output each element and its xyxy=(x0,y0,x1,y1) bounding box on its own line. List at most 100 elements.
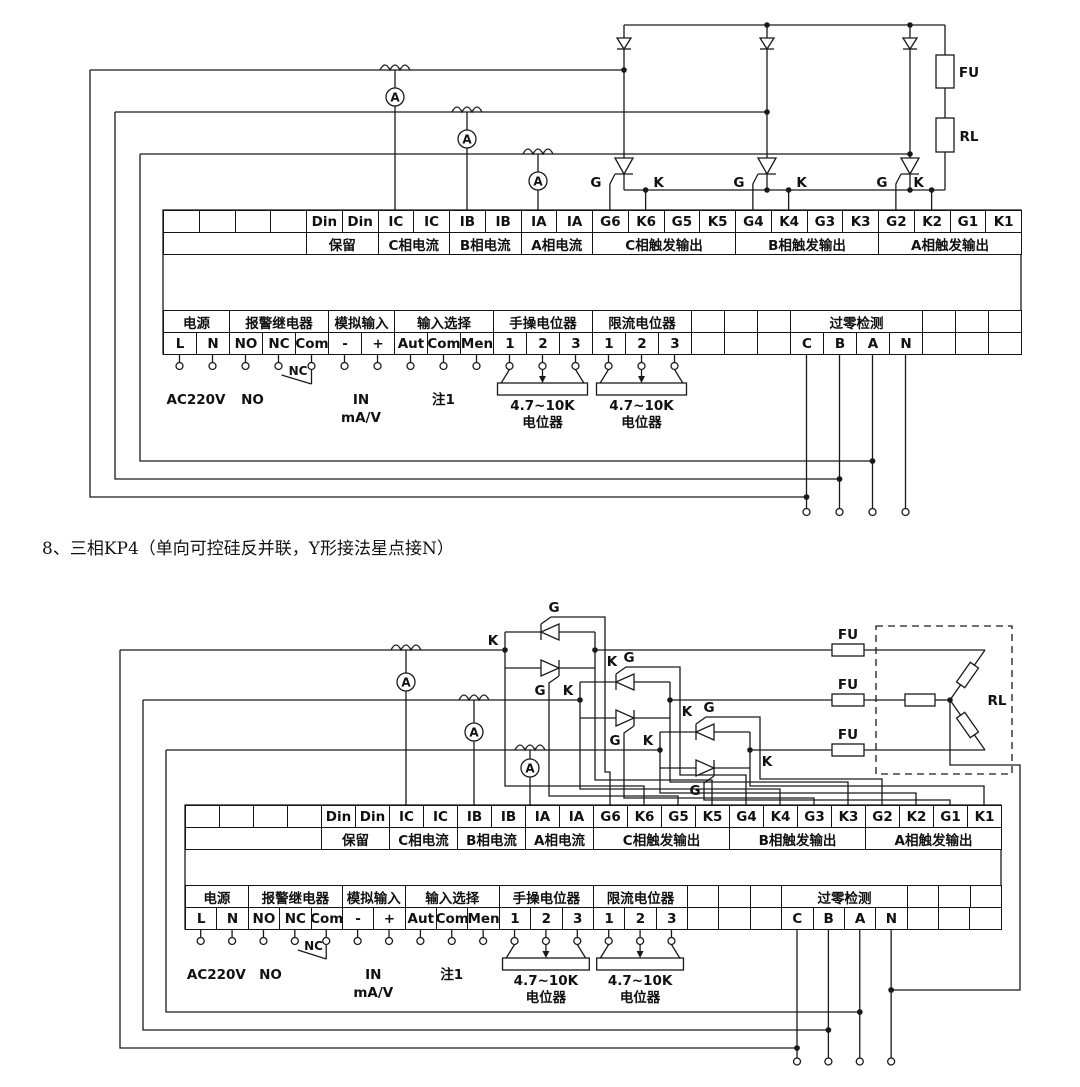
terminal-cell xyxy=(719,908,751,930)
cathode-wire xyxy=(579,718,781,805)
phase-wrap-wire xyxy=(119,650,797,1049)
gate-wire xyxy=(752,173,759,210)
fuse-box xyxy=(831,693,865,707)
terminal-cell: 手操电位器 xyxy=(499,886,594,908)
terminal-cell: G3 xyxy=(798,806,832,828)
terminal-cell: C xyxy=(791,333,824,355)
fuse-box xyxy=(831,643,865,657)
terminal-cell xyxy=(688,908,720,930)
terminal-cell: K2 xyxy=(900,806,934,828)
thyristor-icon xyxy=(695,758,716,778)
ammeter-label: A xyxy=(525,761,535,775)
cathode-wire xyxy=(749,768,985,805)
terminal-cell: 限流电位器 xyxy=(593,311,692,333)
terminal-circle xyxy=(538,361,547,371)
terminal-cell: Din xyxy=(356,806,390,828)
terminal-circle xyxy=(290,936,299,946)
terminal-cell: Com xyxy=(428,333,461,355)
gate-label: G xyxy=(876,175,887,191)
terminal-cell: 报警继电器 xyxy=(230,311,329,333)
terminal-cell: Din xyxy=(342,211,379,233)
ammeter-icon xyxy=(457,129,477,149)
thyristor-icon xyxy=(613,157,635,176)
terminal-cell xyxy=(271,211,307,233)
terminal-circle xyxy=(670,361,679,371)
terminal-cell xyxy=(956,333,989,355)
terminal-cell: IB xyxy=(492,806,526,828)
terminal-cell: 1 xyxy=(593,908,626,930)
terminal-cell: IA xyxy=(560,806,594,828)
ammeter-label: A xyxy=(390,90,400,104)
load-label: RL xyxy=(960,129,979,145)
thyristor-icon xyxy=(540,658,561,678)
terminal-circle xyxy=(373,361,382,371)
terminal-cell: N xyxy=(890,333,923,355)
terminal-circle xyxy=(447,936,456,946)
terminal-cell: 手操电位器 xyxy=(494,311,593,333)
terminal-circle xyxy=(637,361,646,371)
terminal-circle xyxy=(353,936,362,946)
terminal-cell: IC xyxy=(414,211,450,233)
gate-wire xyxy=(703,775,951,805)
potentiometer-box xyxy=(496,382,589,396)
terminal-cell: A相电流 xyxy=(521,233,593,255)
terminal-cell: 3 xyxy=(560,333,593,355)
pot-wiper-arrow xyxy=(539,376,546,383)
phase-wrap-wire xyxy=(142,700,829,1031)
terminal-cell: NO xyxy=(230,333,263,355)
diode-icon xyxy=(901,37,919,51)
terminal-cell: IB xyxy=(458,806,492,828)
ammeter-icon xyxy=(385,87,405,107)
pot-value-label: 4.7~10K xyxy=(609,398,674,414)
terminal-cell: B相电流 xyxy=(458,828,526,850)
phase-wrap-wire xyxy=(139,154,873,462)
terminal-cell: G5 xyxy=(662,806,696,828)
ammeter-label: A xyxy=(401,675,411,689)
terminal-cell: K1 xyxy=(986,211,1022,233)
potentiometer-box xyxy=(595,382,688,396)
junction-dot xyxy=(825,1027,832,1033)
terminal-cell: A相触发输出 xyxy=(866,828,1002,850)
fuse-label: FU xyxy=(838,627,858,643)
terminal-cell: B相电流 xyxy=(450,233,522,255)
potentiometer-box xyxy=(501,957,590,971)
load-label: RL xyxy=(988,693,1007,709)
gate-wire xyxy=(540,616,611,805)
terminal-cell: NC xyxy=(280,908,312,930)
pot-value-label: 4.7~10K xyxy=(608,973,673,989)
cathode-label: K xyxy=(488,633,499,649)
terminal-cell: Aut xyxy=(395,333,428,355)
terminal-row: 电源报警继电器模拟输入输入选择手操电位器限流电位器过零检测 xyxy=(186,886,1002,908)
terminal-cell: L xyxy=(186,908,218,930)
terminal-cell xyxy=(288,806,322,828)
terminal-cell xyxy=(719,886,751,908)
terminal-cell: Din xyxy=(307,211,343,233)
terminal-cell: C相触发输出 xyxy=(593,233,736,255)
terminal-cell: G2 xyxy=(866,806,900,828)
terminal-circle xyxy=(824,1057,833,1066)
diode-icon xyxy=(615,37,633,51)
terminal-cell xyxy=(164,233,307,255)
thyristor-icon xyxy=(694,722,715,742)
terminal-cell xyxy=(956,311,989,333)
terminal-cell xyxy=(989,333,1022,355)
ammeter-label: A xyxy=(462,132,472,146)
terminal-cell xyxy=(970,908,1002,930)
terminal-circle xyxy=(868,507,877,517)
terminal-cell: C相电流 xyxy=(390,828,458,850)
terminal-circle xyxy=(307,361,316,371)
relay-no-label: NO xyxy=(259,967,282,983)
ac-power-label: AC220V xyxy=(167,392,227,408)
terminal-cell xyxy=(199,211,236,233)
terminal-cell: NO xyxy=(248,908,281,930)
terminal-cell: Men xyxy=(468,908,500,930)
pot-value-label: 4.7~10K xyxy=(510,398,575,414)
gate-wire xyxy=(615,666,747,805)
cathode-label: K xyxy=(607,654,618,670)
cathode-label: K xyxy=(796,175,807,191)
gate-label: G xyxy=(548,600,559,616)
gate-wire xyxy=(609,173,616,210)
